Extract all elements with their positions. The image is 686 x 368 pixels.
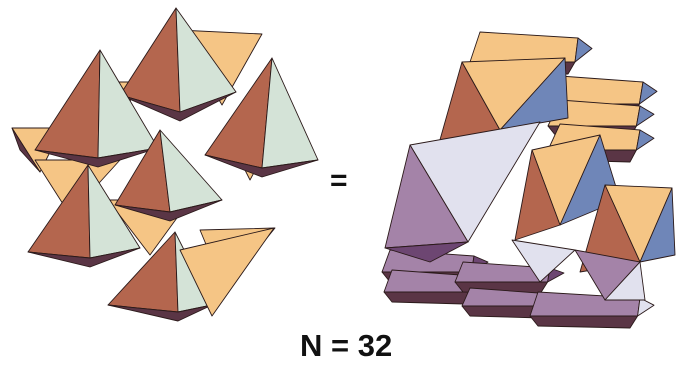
stack-face-brown xyxy=(514,149,561,241)
tetrahedra-cluster xyxy=(11,7,319,322)
tetra-face-mint xyxy=(159,129,223,213)
tetra-face-peach xyxy=(179,227,275,317)
layer-face-under xyxy=(383,291,473,305)
tetra-face-peach xyxy=(11,127,41,173)
layer-face-top xyxy=(469,31,579,63)
caption-count: N = 32 xyxy=(300,328,392,363)
tetra-face-brown xyxy=(119,7,181,113)
stack-face-blue xyxy=(639,187,676,263)
layer-face-side xyxy=(574,37,593,63)
layer-face-side xyxy=(635,129,655,151)
tetra-face-brown xyxy=(34,49,101,159)
stack-face-pale-lavender xyxy=(511,239,576,283)
tetra-base-shadow xyxy=(204,154,319,178)
tetra-base-shadow xyxy=(27,247,141,268)
tetra-layer xyxy=(383,269,489,305)
equals-sign: = xyxy=(330,164,348,197)
layer-face-side xyxy=(637,297,655,317)
tetrahedron xyxy=(204,57,319,178)
tetrahedron xyxy=(114,129,223,222)
tetra-face-mint xyxy=(261,57,319,169)
tetra-base-shadow xyxy=(114,199,223,222)
stacked-tetrahedra-layers xyxy=(381,31,676,329)
stack-face-plum xyxy=(384,241,469,263)
tetrahedron xyxy=(27,164,141,268)
stack-face-pale-lavender xyxy=(604,261,646,301)
layer-face-side xyxy=(635,105,655,127)
tetra-base-shadow xyxy=(119,91,237,122)
layer-face-side xyxy=(638,81,658,105)
tetra-layer xyxy=(454,261,565,295)
tetrahedron xyxy=(119,7,237,122)
tetrahedron xyxy=(34,49,159,168)
layer-face-under xyxy=(529,315,639,329)
